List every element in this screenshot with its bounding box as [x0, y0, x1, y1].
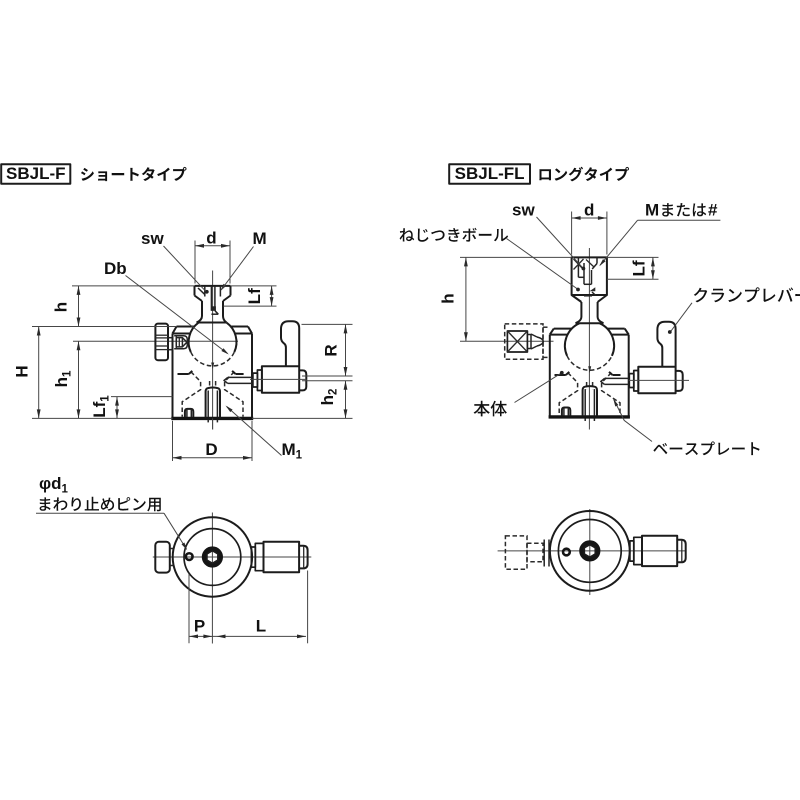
svg-text:Db: Db	[104, 259, 127, 278]
svg-text:P: P	[194, 617, 205, 636]
svg-text:SBJL-F: SBJL-F	[6, 164, 66, 183]
svg-text:D: D	[205, 440, 217, 459]
svg-text:L: L	[256, 617, 266, 636]
svg-text:φd1: φd1	[39, 474, 69, 496]
svg-text:M: M	[645, 201, 659, 220]
svg-text:Lf: Lf	[245, 288, 264, 304]
svg-text:d: d	[584, 201, 594, 220]
svg-text:R: R	[322, 344, 341, 356]
svg-text:#: #	[708, 201, 718, 220]
svg-text:sw: sw	[141, 229, 164, 248]
svg-text:sw: sw	[512, 201, 535, 220]
svg-text:SBJL-FL: SBJL-FL	[455, 164, 525, 183]
svg-text:Lf: Lf	[630, 260, 649, 276]
svg-text:M: M	[253, 229, 267, 248]
svg-text:H: H	[12, 365, 31, 377]
svg-text:h: h	[52, 302, 71, 312]
svg-text:h: h	[439, 293, 458, 303]
svg-text:d: d	[206, 229, 216, 248]
